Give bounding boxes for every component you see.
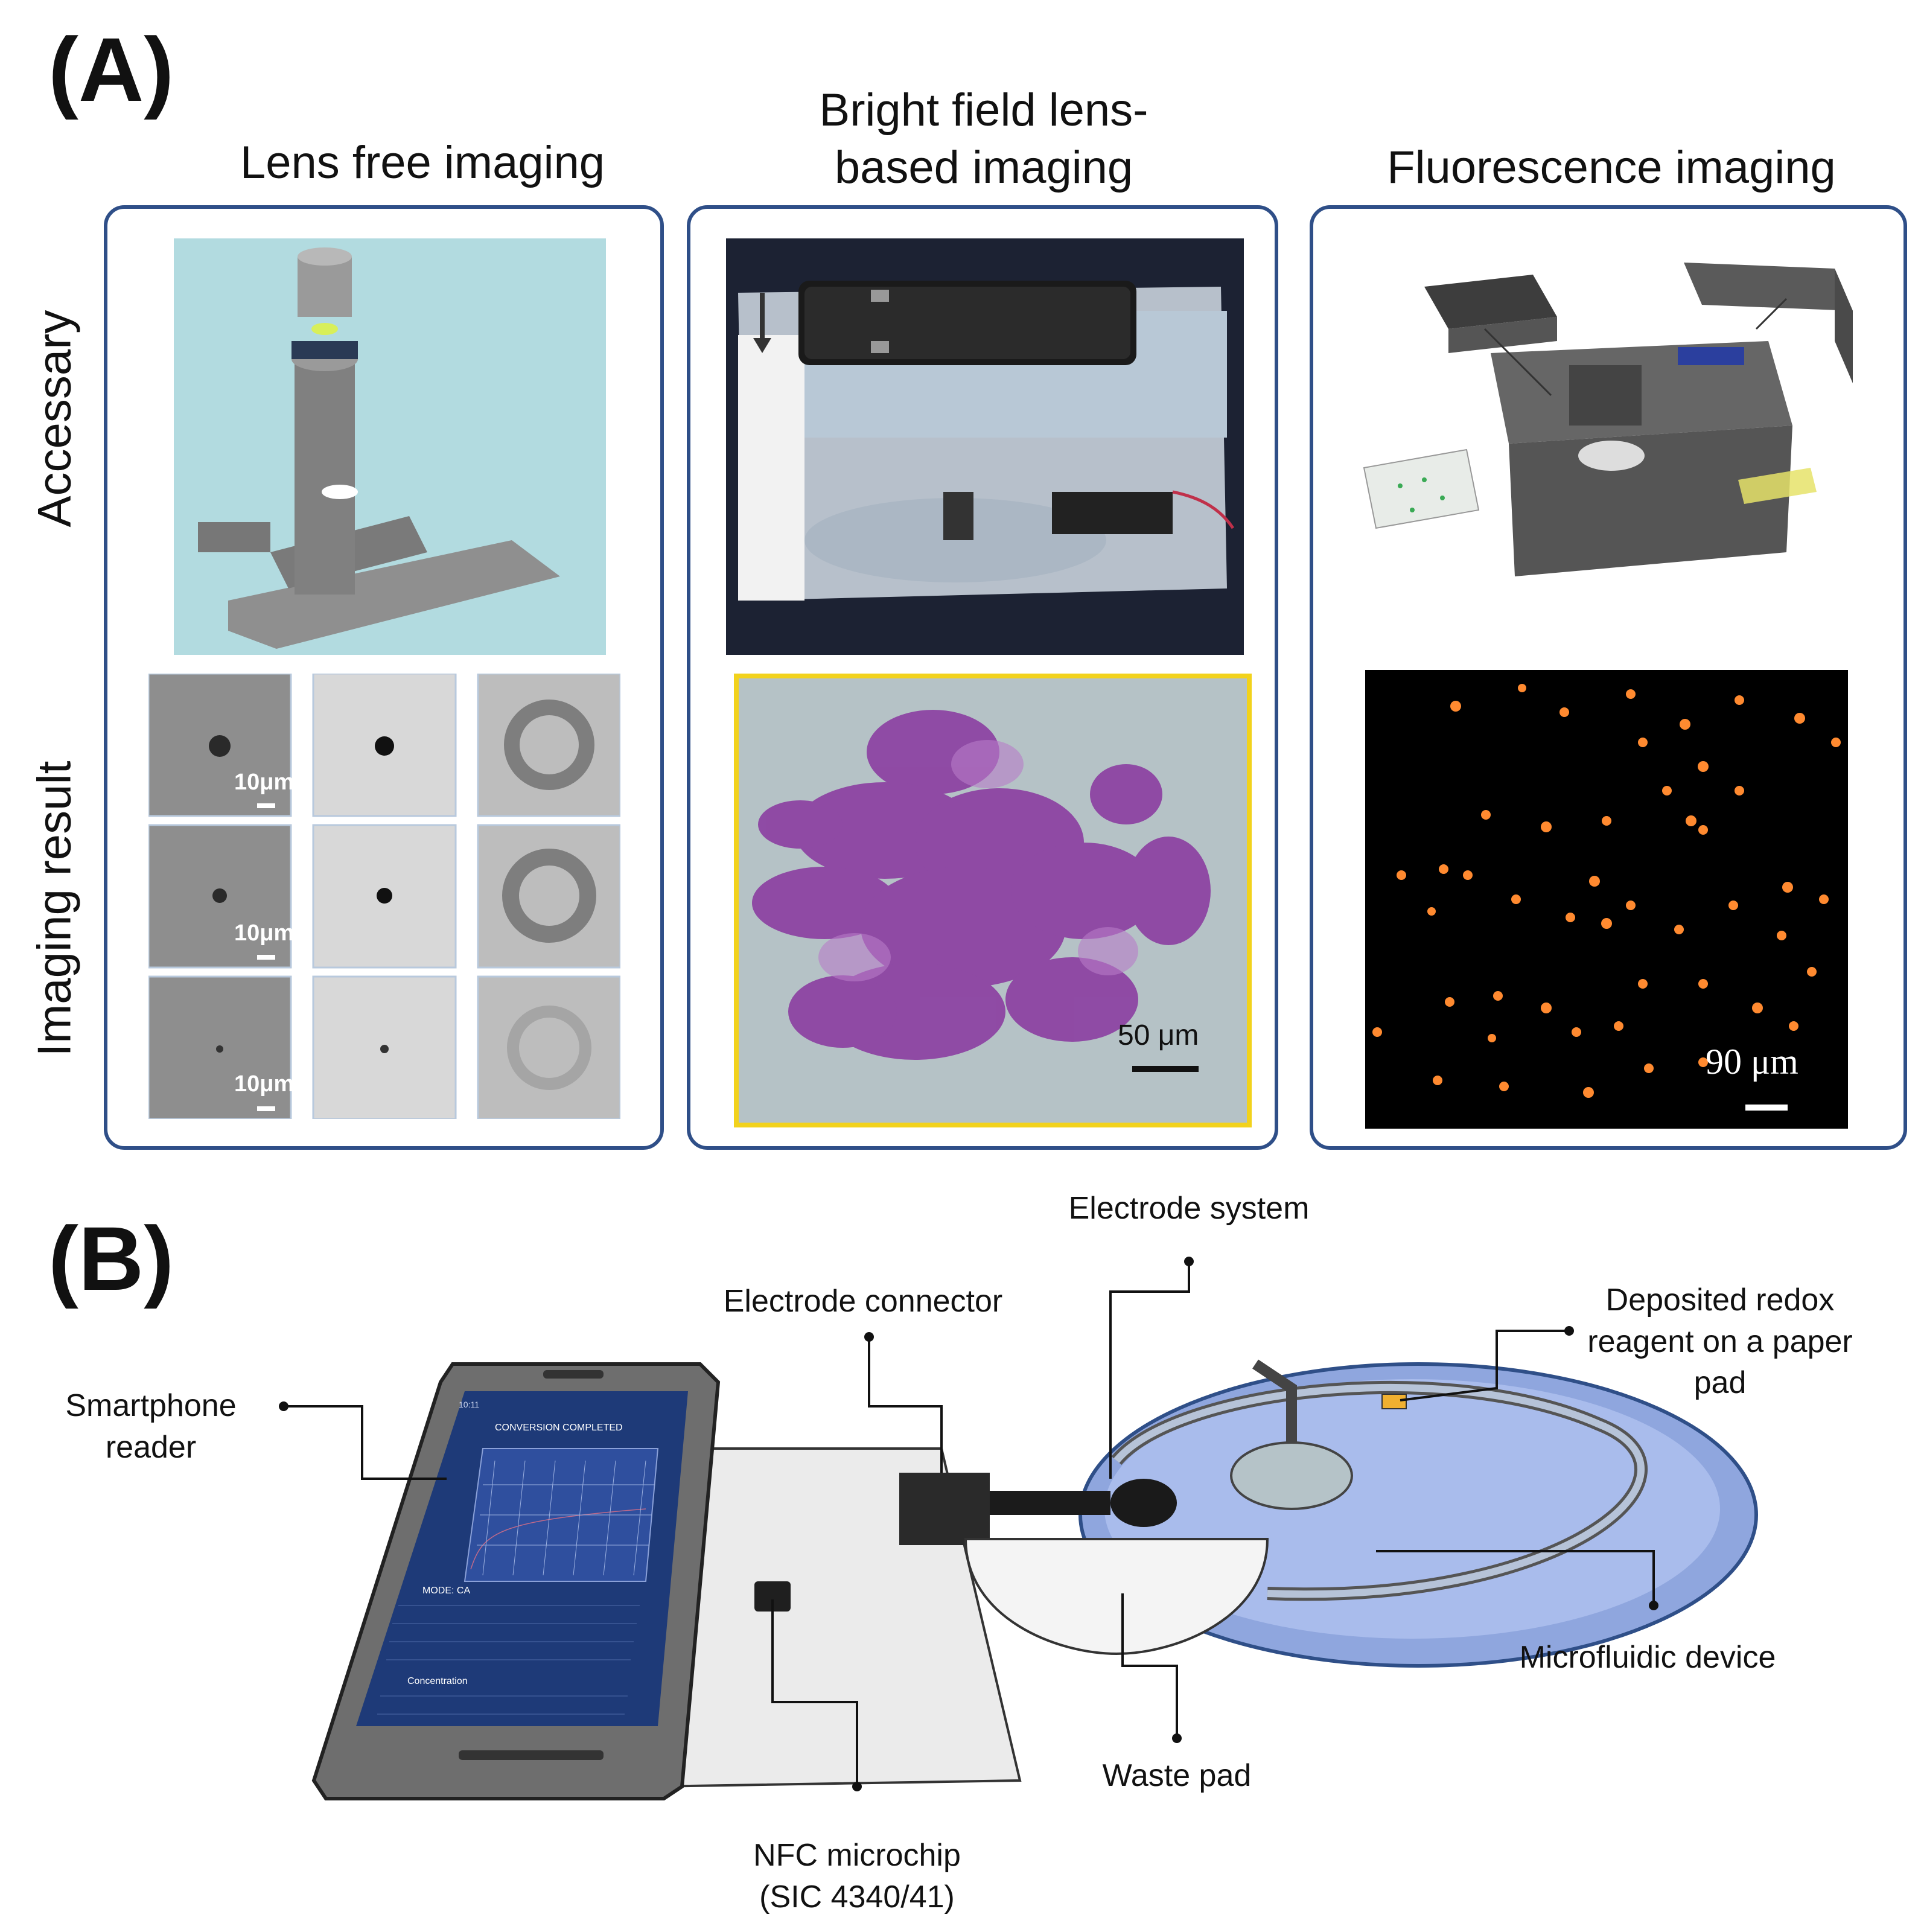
label-microfluidic-device: Microfluidic device (1519, 1640, 1776, 1675)
leader-electrode-system (1109, 1261, 1190, 1479)
lens-free-result-grid (148, 674, 620, 1119)
leader-redox (1400, 1330, 1569, 1401)
scale-bar-label-2: 10μm (234, 920, 295, 946)
row-label-imaging-result: Imaging result (27, 760, 81, 1057)
label-nfc-microchip: NFC microchip (SIC 4340/41) (712, 1835, 1002, 1918)
result-tile-1-2 (312, 674, 457, 817)
panel-a-label: (A) (48, 19, 174, 120)
label-redox-line3: pad (1693, 1365, 1747, 1401)
label-waste-pad: Waste pad (1102, 1758, 1252, 1793)
label-electrode-connector: Electrode connector (723, 1284, 1003, 1319)
result-tile-2-2 (312, 824, 457, 969)
lens-free-frame (104, 205, 664, 1150)
label-smartphone-reader: Smartphone reader (36, 1385, 266, 1468)
scale-bar-mark (257, 1106, 275, 1111)
result-tile-1-3 (477, 674, 620, 817)
nfc-sensor-diagram: 10:11 CONVERSION COMPLETED MODE: CA Conc… (279, 1257, 1758, 1800)
phone-header-text: CONVERSION COMPLETED (495, 1423, 623, 1433)
label-redox-reagent: Deposited redox reagent on a paper pad (1551, 1280, 1889, 1404)
bright-field-device-photo (726, 238, 1244, 655)
result-tile-3-1 (148, 975, 292, 1119)
panel-b-label: (B) (48, 1208, 174, 1309)
result-tile-3-2 (312, 975, 457, 1119)
scale-bar-label-3: 10μm (234, 1071, 295, 1097)
label-smartphone-line2: reader (105, 1429, 197, 1465)
label-smartphone-line1: Smartphone (65, 1388, 237, 1423)
fluorescence-cells-image (1365, 670, 1848, 1129)
column-title-bright-field-line2: based imaging (834, 142, 1133, 193)
column-title-bright-field: Bright field lens- based imaging (724, 81, 1243, 196)
scale-bar-label-90um: 90 μm (1706, 1042, 1798, 1082)
row-label-accessory: Accessary (27, 310, 81, 528)
scale-bar-mark (257, 803, 275, 808)
label-electrode-system: Electrode system (1068, 1191, 1310, 1226)
nfc-microchip (754, 1581, 791, 1612)
scale-bar-mark (1132, 1066, 1199, 1072)
label-redox-line2: reagent on a paper (1587, 1324, 1853, 1359)
phone-mode-text: MODE: CA (422, 1586, 470, 1596)
leader-microfluidic (1376, 1550, 1655, 1605)
result-tile-1-1 (148, 674, 292, 817)
result-tile-2-1 (148, 824, 292, 969)
bright-field-frame (687, 205, 1278, 1150)
phone-concentration-text: Concentration (407, 1676, 468, 1686)
leader-electrode-connector (868, 1337, 943, 1473)
column-title-bright-field-line1: Bright field lens- (819, 84, 1148, 136)
lens-free-device-illustration (174, 238, 606, 655)
leader-waste-pad (1121, 1593, 1178, 1738)
result-tile-2-3 (477, 824, 620, 969)
fluorescence-frame (1310, 205, 1907, 1150)
waste-pad (964, 1538, 1269, 1656)
column-title-fluorescence: Fluorescence imaging (1387, 142, 1836, 193)
scale-bar-label-50um: 50 μm (1118, 1019, 1199, 1051)
label-nfc-line1: NFC microchip (753, 1838, 961, 1873)
leader-smartphone (284, 1405, 447, 1480)
redox-reagent-pad (1381, 1394, 1407, 1409)
scale-bar-mark (1745, 1105, 1788, 1111)
fluorescence-device-illustration (1352, 238, 1865, 655)
smartphone-reader: 10:11 CONVERSION COMPLETED MODE: CA Conc… (311, 1362, 721, 1800)
label-redox-line1: Deposited redox (1605, 1283, 1835, 1318)
scale-bar-label-1: 10μm (234, 770, 295, 795)
result-tile-3-3 (477, 975, 620, 1119)
label-nfc-line2: (SIC 4340/41) (759, 1879, 955, 1914)
electrode-connector (899, 1473, 990, 1545)
column-title-lens-free: Lens free imaging (240, 137, 605, 188)
phone-status-text: 10:11 (459, 1400, 479, 1409)
bright-field-stained-cells (734, 674, 1252, 1127)
scale-bar-mark (257, 955, 275, 960)
leader-nfc (771, 1599, 858, 1787)
